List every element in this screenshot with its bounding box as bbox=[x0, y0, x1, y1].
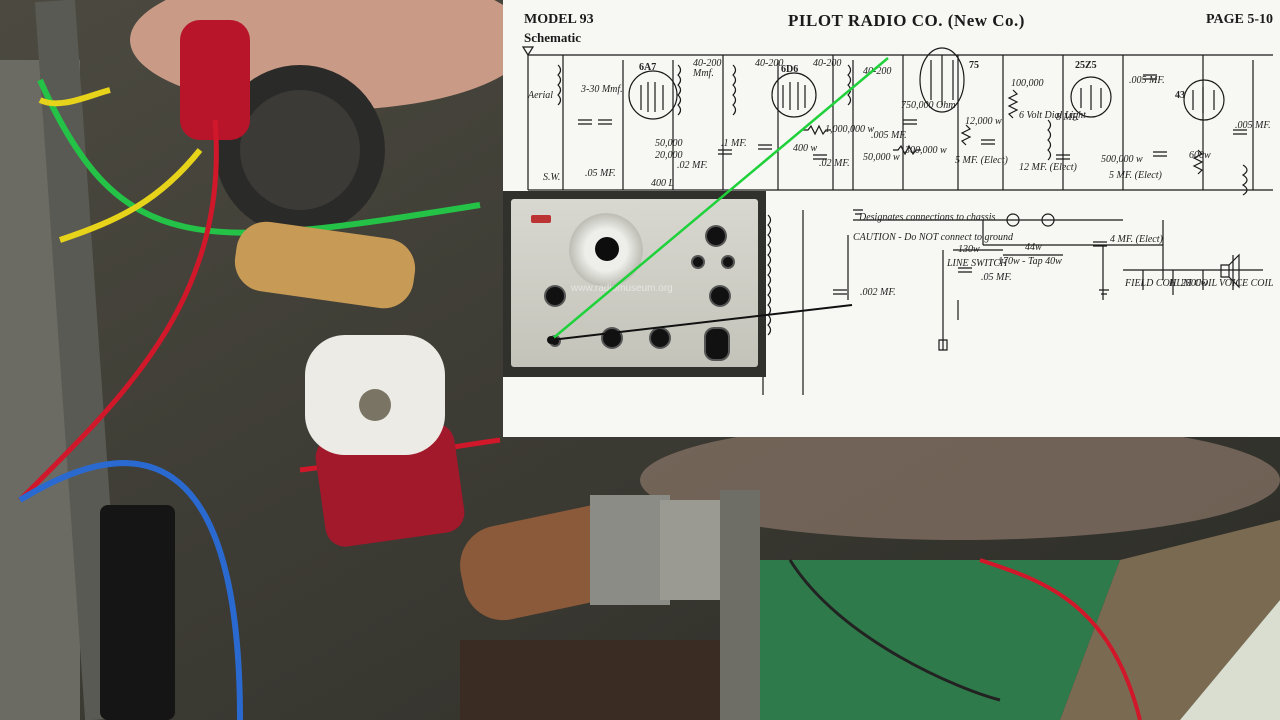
label-c-02-b: .02 MF. bbox=[819, 158, 850, 169]
output-jack bbox=[706, 329, 728, 359]
small-knob-a bbox=[693, 257, 703, 267]
cutting-mat bbox=[740, 560, 1120, 720]
label-r-600: 600w bbox=[1189, 150, 1211, 161]
label-c-05: .05 MF. bbox=[585, 168, 616, 179]
label-c-5mf2: 5 MF. (Elect) bbox=[1109, 170, 1162, 181]
label-voice-coil: VOICE COIL bbox=[1219, 278, 1274, 289]
note-caution: CAUTION - Do NOT connect to ground bbox=[853, 232, 1013, 243]
label-r-130: 130w bbox=[958, 244, 980, 255]
label-r-44: 44w bbox=[1025, 242, 1042, 253]
output-terminal bbox=[551, 337, 559, 345]
signal-generator-panel: www.radiomuseum.org bbox=[511, 199, 758, 367]
label-r-50000w: 50,000 w bbox=[863, 152, 900, 163]
note-chassis: Designates connections to chassis bbox=[859, 212, 996, 223]
tube-label-25z5: 25Z5 bbox=[1075, 60, 1097, 71]
tube-75 bbox=[919, 47, 965, 113]
tube-label-6a7: 6A7 bbox=[639, 62, 657, 73]
label-hum-coil: HUM COIL bbox=[1169, 278, 1218, 289]
red-probe bbox=[180, 20, 250, 140]
company-title: PILOT RADIO CO. (New Co.) bbox=[788, 11, 1025, 30]
label-c-002: .002 MF. bbox=[860, 287, 896, 298]
label-c-005c: .005 MF. bbox=[1235, 120, 1271, 131]
label-c-4mf: 4 MF. (Elect) bbox=[1110, 234, 1163, 245]
black-capacitor bbox=[100, 505, 175, 720]
frequency-knob bbox=[595, 237, 619, 261]
label-c-02-a: .02 MF. bbox=[677, 160, 708, 171]
label-r-750000: 750,000 Ohm bbox=[901, 100, 956, 111]
right-knob bbox=[711, 287, 729, 305]
schematic-subtitle: Schematic bbox=[524, 30, 582, 45]
left-knob bbox=[546, 287, 564, 305]
wirewound-resistor bbox=[234, 221, 416, 309]
label-c-005: .005 MF. bbox=[871, 130, 907, 141]
label-c-005b: .005 MF. bbox=[1129, 75, 1165, 86]
range-knob bbox=[707, 227, 725, 245]
label-c-12mf: 12 MF. (Elect) bbox=[1019, 162, 1077, 173]
label-sw: S.W. bbox=[543, 172, 561, 183]
model-number: MODEL 93 bbox=[524, 12, 594, 27]
label-c-05b: .05 MF. bbox=[981, 272, 1012, 283]
signal-generator-photo: www.radiomuseum.org bbox=[503, 191, 766, 377]
label-c-5mf: 5 MF. (Elect) bbox=[955, 155, 1008, 166]
label-field-coil: FIELD COIL 2500w bbox=[1125, 278, 1208, 289]
tube-label-6d6: 6D6 bbox=[781, 64, 799, 75]
tube-43 bbox=[1183, 79, 1225, 121]
label-r-50000: 50,000 bbox=[655, 138, 683, 149]
brand-plate bbox=[531, 215, 551, 223]
label-dial-light: 6 Volt Dial Light bbox=[1019, 110, 1086, 121]
watermark: www.radiomuseum.org bbox=[571, 283, 673, 294]
tube-label-43: 43 bbox=[1175, 90, 1185, 101]
tube-6a7 bbox=[628, 70, 678, 120]
label-r-300000: 300,000 w bbox=[905, 145, 947, 156]
bottom-knob-b bbox=[651, 329, 669, 347]
bottom-knob-a bbox=[603, 329, 621, 347]
label-cap-3-30: 3-30 Mmf. bbox=[581, 84, 623, 95]
page-number: PAGE 5-10 bbox=[1206, 12, 1274, 27]
label-r-12000: 12,000 w bbox=[965, 116, 1002, 127]
label-cap-40-200-b: 40-200 bbox=[755, 58, 784, 69]
label-cap-40-200-d: 40-200 bbox=[863, 66, 892, 77]
label-line-switch: LINE SWITCH bbox=[947, 258, 1008, 269]
label-r-1000000: 1,000,000 w bbox=[825, 124, 875, 135]
label-c-1mf: .1 MF. bbox=[721, 138, 747, 149]
small-knob-b bbox=[723, 257, 733, 267]
label-c-8mf: 8 MF. bbox=[1056, 112, 1080, 123]
label-cap-40-200-unit: Mmf. bbox=[693, 68, 714, 79]
label-r-500000: 500,000 w bbox=[1101, 154, 1143, 165]
label-r-400: 400 w bbox=[793, 143, 818, 154]
tube-label-75: 75 bbox=[969, 60, 979, 71]
tube-25z5 bbox=[1070, 76, 1112, 118]
label-r-100000: 100,000 bbox=[1011, 78, 1044, 89]
label-antenna: Aerial bbox=[528, 90, 553, 101]
label-cap-40-200-c: 40-200 bbox=[813, 58, 842, 69]
label-r-400l: 400 L bbox=[651, 178, 675, 189]
label-tap: 170w - Tap 40w bbox=[998, 256, 1062, 267]
